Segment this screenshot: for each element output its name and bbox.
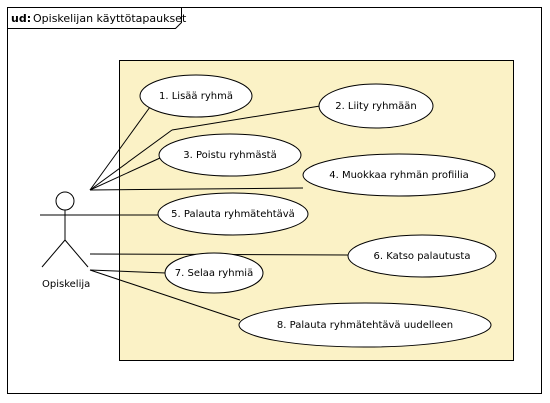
use-case-ellipse <box>238 302 492 348</box>
association-line-3 <box>89 157 161 191</box>
association-line-7 <box>89 269 167 274</box>
frame-title: Opiskelijan käyttötapaukset <box>33 12 187 25</box>
association-line-8 <box>89 269 241 321</box>
frame-title-tab <box>7 7 182 29</box>
use-case-label: 4. Muokkaa ryhmän profiilia <box>329 170 469 181</box>
use-case-7[interactable]: 7. Selaa ryhmiä <box>164 252 264 294</box>
actor-head <box>55 191 75 211</box>
use-case-label: 1. Lisää ryhmä <box>159 91 233 102</box>
use-case-ellipse <box>139 74 253 118</box>
association-line-2 <box>89 129 173 191</box>
use-case-label: 3. Poistu ryhmästä <box>183 150 276 161</box>
use-case-4[interactable]: 4. Muokkaa ryhmän profiilia <box>302 153 496 197</box>
use-case-8[interactable]: 8. Palauta ryhmätehtävä uudelleen <box>238 302 492 348</box>
association-line-2b <box>171 105 321 131</box>
use-case-label: 5. Palauta ryhmätehtävä <box>171 209 295 220</box>
associations <box>40 105 349 321</box>
actor-left-leg <box>41 239 66 268</box>
use-case-1[interactable]: 1. Lisää ryhmä <box>139 74 253 118</box>
use-case-ellipse <box>158 133 302 177</box>
association-line-1 <box>89 106 151 191</box>
use-case-5[interactable]: 5. Palauta ryhmätehtävä <box>157 192 309 236</box>
use-case-label: 6. Katso palautusta <box>374 251 471 262</box>
association-line-4 <box>89 187 304 191</box>
actor-opiskelija <box>41 191 89 268</box>
use-case-label: 8. Palauta ryhmätehtävä uudelleen <box>277 320 453 331</box>
use-case-6[interactable]: 6. Katso palautusta <box>347 234 497 278</box>
use-case-ellipse <box>347 234 497 278</box>
use-case-2[interactable]: 2. Liity ryhmään <box>318 83 434 129</box>
actor-right-leg <box>64 239 89 268</box>
use-case-ellipse <box>302 153 496 197</box>
use-case-ellipse <box>318 83 434 129</box>
use-case-3[interactable]: 3. Poistu ryhmästä <box>158 133 302 177</box>
use-case-ellipse <box>164 252 264 294</box>
actor-name: Opiskelija <box>42 279 90 290</box>
frame-keyword: ud: <box>11 12 31 25</box>
use-case-label: 2. Liity ryhmään <box>335 101 417 112</box>
use-case-label: 7. Selaa ryhmiä <box>175 268 253 279</box>
use-case-ellipse <box>157 192 309 236</box>
